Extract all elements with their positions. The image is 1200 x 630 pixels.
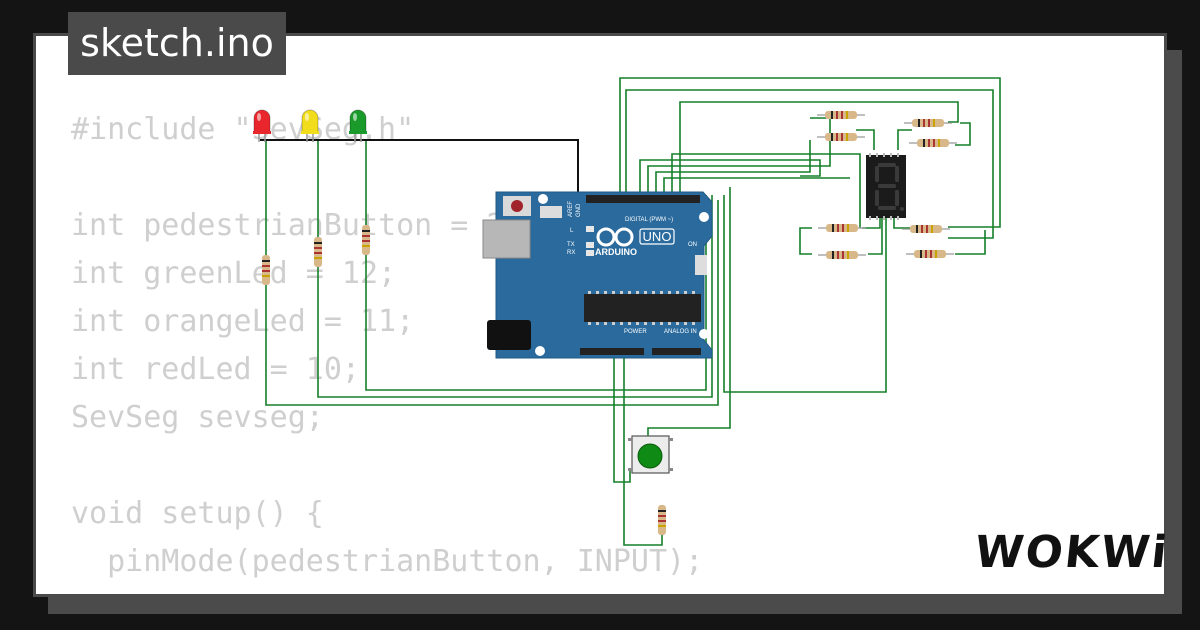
resistor bbox=[904, 119, 952, 127]
reset-button[interactable] bbox=[511, 200, 523, 212]
board-model: UNO bbox=[643, 229, 672, 244]
on-label: ON bbox=[688, 242, 697, 248]
display-segment bbox=[875, 190, 879, 206]
resistor bbox=[658, 505, 666, 535]
digital-header bbox=[586, 195, 700, 203]
display-segment bbox=[878, 163, 896, 167]
power-header-pins bbox=[580, 348, 644, 355]
resistor bbox=[314, 237, 322, 267]
power-label: POWER bbox=[624, 329, 647, 335]
code-line: int orangeLed = 11; bbox=[71, 304, 415, 339]
resistors bbox=[262, 111, 957, 535]
icsp-header bbox=[540, 206, 562, 218]
led-yellow bbox=[301, 109, 319, 142]
display-segment bbox=[878, 184, 896, 188]
code-line: pinMode(pedestrianButton, INPUT); bbox=[71, 544, 704, 579]
display-segment bbox=[895, 166, 899, 182]
resistor bbox=[362, 225, 370, 255]
led-green bbox=[349, 109, 367, 142]
code-line: void setup() { bbox=[71, 496, 324, 531]
code-line: pinMode(greenLed, OUTPUT); bbox=[71, 586, 703, 594]
resistor bbox=[818, 251, 866, 259]
rx-label: RX bbox=[567, 250, 575, 256]
microcontroller-chip bbox=[584, 294, 701, 322]
pushbutton[interactable] bbox=[628, 435, 673, 474]
arduino-logo-icon bbox=[596, 227, 634, 247]
gnd-label: GND bbox=[576, 203, 582, 217]
resistor bbox=[817, 111, 865, 119]
display-segment bbox=[895, 190, 899, 206]
l-label: L bbox=[570, 228, 574, 234]
sketch-filename: sketch.ino bbox=[68, 12, 286, 75]
aref-label: AREF bbox=[568, 201, 574, 217]
code-line: int redLed = 10; bbox=[71, 352, 360, 387]
resistor bbox=[909, 139, 957, 147]
display-segment bbox=[878, 206, 896, 210]
wires bbox=[265, 77, 1001, 546]
analog-header-pins bbox=[652, 348, 701, 355]
resistor bbox=[902, 225, 950, 233]
traffic-leds bbox=[253, 109, 367, 142]
led-ground-wire bbox=[260, 139, 579, 195]
arduino-uno-board: UNO ARDUINO DIGITAL (PWM ~) POWER ANALOG… bbox=[482, 191, 713, 359]
resistor bbox=[817, 133, 865, 141]
board-brand: ARDUINO bbox=[595, 247, 637, 257]
resistor bbox=[818, 224, 866, 232]
code-line: SevSeg sevseg; bbox=[71, 400, 324, 435]
resistor bbox=[262, 255, 270, 285]
tx-label: TX bbox=[567, 242, 575, 248]
power-jack bbox=[487, 320, 531, 350]
led-red bbox=[253, 109, 271, 142]
display-dot bbox=[900, 207, 904, 211]
usb-port bbox=[482, 219, 531, 259]
display-segment bbox=[875, 166, 879, 182]
code-line: #include "SevSeg.h" bbox=[71, 112, 415, 147]
wokwi-logo: WOKWi bbox=[972, 527, 1172, 578]
analog-label: ANALOG IN bbox=[664, 329, 697, 335]
icsp2-header bbox=[695, 255, 707, 275]
digital-label: DIGITAL (PWM ~) bbox=[625, 217, 673, 223]
resistor bbox=[906, 250, 954, 258]
seven-segment-display bbox=[866, 153, 906, 220]
